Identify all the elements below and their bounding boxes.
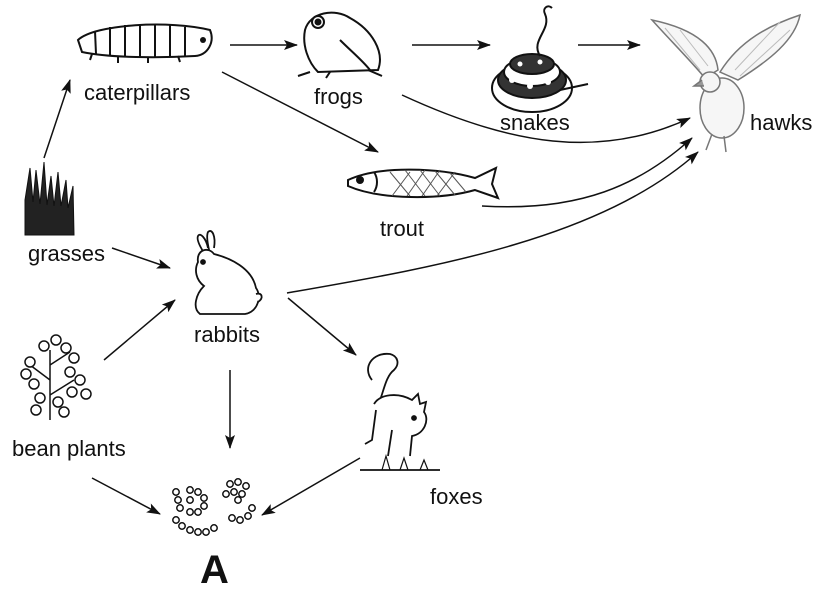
arrow-bean-plants-to-a: [92, 478, 160, 514]
label-foxes: foxes: [430, 486, 483, 508]
bean-plant-icon: [21, 335, 91, 420]
arrow-bean-plants-to-rabbits: [104, 300, 175, 360]
caterpillar-icon: [78, 24, 212, 63]
label-a: A: [200, 550, 229, 590]
trout-icon: [348, 168, 498, 198]
label-bean-plants: bean plants: [12, 438, 126, 460]
grass-icon: [25, 162, 74, 235]
arrow-foxes-to-a: [262, 458, 360, 515]
label-hawks: hawks: [750, 112, 812, 134]
snake-icon: [492, 6, 588, 112]
label-rabbits: rabbits: [194, 324, 260, 346]
arrow-trout-to-hawks: [482, 138, 692, 207]
label-frogs: frogs: [314, 86, 363, 108]
label-caterpillars: caterpillars: [84, 82, 190, 104]
label-grasses: grasses: [28, 243, 105, 265]
frog-icon: [298, 13, 382, 78]
arrow-grasses-to-caterpillars: [44, 80, 70, 158]
label-snakes: snakes: [500, 112, 570, 134]
rabbit-icon: [196, 231, 262, 314]
fox-icon: [360, 354, 440, 470]
arrow-layer: [44, 45, 698, 515]
microbe-cluster-icon: [173, 479, 255, 535]
label-trout: trout: [380, 218, 424, 240]
arrow-grasses-to-rabbits: [112, 248, 170, 268]
arrow-rabbits-to-foxes: [288, 298, 356, 355]
